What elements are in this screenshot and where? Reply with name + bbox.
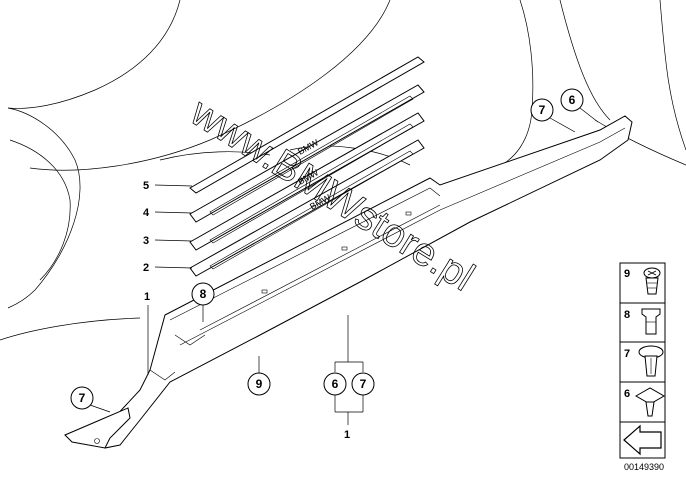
svg-text:7: 7 <box>79 391 86 405</box>
sill-label-1: 1 <box>144 291 150 375</box>
trim-strip-3[interactable] <box>189 112 425 251</box>
svg-text:7: 7 <box>539 103 546 117</box>
side-parts-legend: 9 8 7 <box>619 262 666 472</box>
svg-text:7: 7 <box>360 377 367 391</box>
diagram-code: 00149390 <box>624 462 664 472</box>
callout-8[interactable]: 8 <box>191 282 215 322</box>
svg-text:5: 5 <box>143 180 149 192</box>
svg-text:8: 8 <box>624 309 630 321</box>
push-clip-icon <box>634 387 666 417</box>
svg-text:7: 7 <box>624 348 630 360</box>
svg-text:9: 9 <box>256 377 263 391</box>
svg-text:8: 8 <box>200 287 207 301</box>
group-callout[interactable]: 6 7 1 <box>323 315 375 441</box>
arrow-icon <box>623 424 662 456</box>
side-part-6[interactable]: 6 <box>619 381 666 423</box>
side-nav-box[interactable] <box>619 421 666 459</box>
side-sill[interactable] <box>64 115 633 449</box>
trim-strip-2[interactable] <box>189 139 425 277</box>
svg-text:2: 2 <box>143 262 149 274</box>
strip-label-5: 5 <box>143 180 193 192</box>
strip-label-3: 3 <box>143 235 193 247</box>
svg-text:9: 9 <box>624 268 630 280</box>
expansion-rivet-icon <box>638 345 664 377</box>
svg-text:6: 6 <box>332 377 339 391</box>
svg-text:3: 3 <box>143 235 149 247</box>
square-clip-icon <box>641 308 661 335</box>
trim-strips: BMW BMW BMW <box>189 56 425 277</box>
side-part-7[interactable]: 7 <box>619 341 666 383</box>
callout-6-right[interactable]: 6 <box>560 88 599 123</box>
svg-text:6: 6 <box>624 388 630 400</box>
svg-text:6: 6 <box>569 93 576 107</box>
svg-text:1: 1 <box>344 429 350 441</box>
trim-strip-4[interactable] <box>189 84 425 223</box>
screw-clip-icon <box>643 267 661 295</box>
strip-label-2: 2 <box>143 262 193 274</box>
svg-text:4: 4 <box>143 207 150 219</box>
svg-text:1: 1 <box>144 291 150 303</box>
callout-7-left[interactable]: 7 <box>70 386 111 413</box>
callout-7-right[interactable]: 7 <box>530 98 576 133</box>
callout-9[interactable]: 9 <box>247 356 271 396</box>
side-part-9[interactable]: 9 <box>619 262 666 304</box>
trim-strip-5[interactable] <box>189 56 425 194</box>
strip-label-4: 4 <box>143 207 193 219</box>
side-part-8[interactable]: 8 <box>619 302 666 343</box>
